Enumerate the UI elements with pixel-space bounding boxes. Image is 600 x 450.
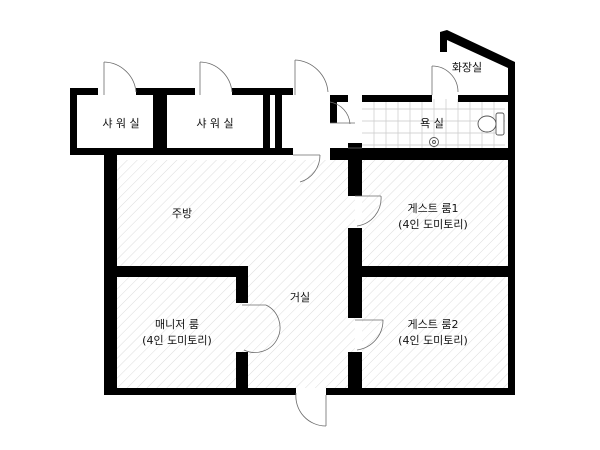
bathtub-drain [429,137,439,147]
door-toilet[interactable] [431,65,459,95]
label-toilet: 화장실 [452,61,482,74]
door-guest-room-1[interactable] [355,195,382,227]
wall-bath-top-left [330,95,348,102]
wall-bath-bottom [362,148,515,160]
door-bath-west[interactable] [329,101,355,125]
wall-south-left [104,388,296,395]
wall-hall-left [275,88,293,155]
label-manager-room-type: (4인 도미토리) [142,334,212,347]
wall-guest-divider [362,266,515,277]
label-guest-room-2-type: (4인 도미토리) [398,334,468,347]
wall-bath-top-right [458,95,515,102]
door-manager-room[interactable] [242,304,281,353]
room-labels: 샤 워 실 샤 워 실 욕 실 화장실 주방 거실 게스트 룸1 (4인 도미토… [102,61,482,347]
wall-column-lower [348,352,362,395]
label-shower-2: 샤 워 실 [196,117,233,130]
label-guest-room-1-type: (4인 도미토리) [398,218,468,231]
wall-manager-top [117,266,248,303]
wall-manager-right [236,352,248,395]
label-guest-room-1-name: 게스트 룸1 [408,202,459,215]
wall-column-upper [348,143,362,196]
fixtures [429,112,505,147]
label-shower-1: 샤 워 실 [102,117,139,130]
doors[interactable] [103,59,459,427]
guest-room-2-floor [362,277,508,388]
label-guest-room-2-name: 게스트 룸2 [408,318,459,331]
wall-south-right [326,388,515,395]
wall-bath-left-upper [330,95,337,123]
toilet-fixture [477,112,505,136]
wall-toilet [440,30,515,95]
wall-bath-top-mid [362,95,432,102]
walls [70,30,515,395]
door-shower-1[interactable] [103,61,137,95]
wall-column-middle [348,228,362,318]
door-guest-room-2[interactable] [355,319,384,351]
door-hall-south[interactable] [293,154,321,183]
wall-bath-bottom-left [330,148,348,160]
wall-shower-1-left [70,88,104,155]
label-manager-room-name: 매니저 룸 [155,318,199,331]
label-living-room: 거실 [290,291,310,304]
door-entrance[interactable] [295,392,327,427]
door-shower-2[interactable] [199,61,233,95]
label-bathroom: 욕 실 [420,117,444,130]
wall-west [104,148,117,395]
door-hall-north[interactable] [294,59,329,95]
wall-shower-2-left [160,88,195,155]
guest-room-1-floor [362,160,508,266]
wall-east [508,95,515,395]
label-kitchen: 주방 [172,207,192,220]
